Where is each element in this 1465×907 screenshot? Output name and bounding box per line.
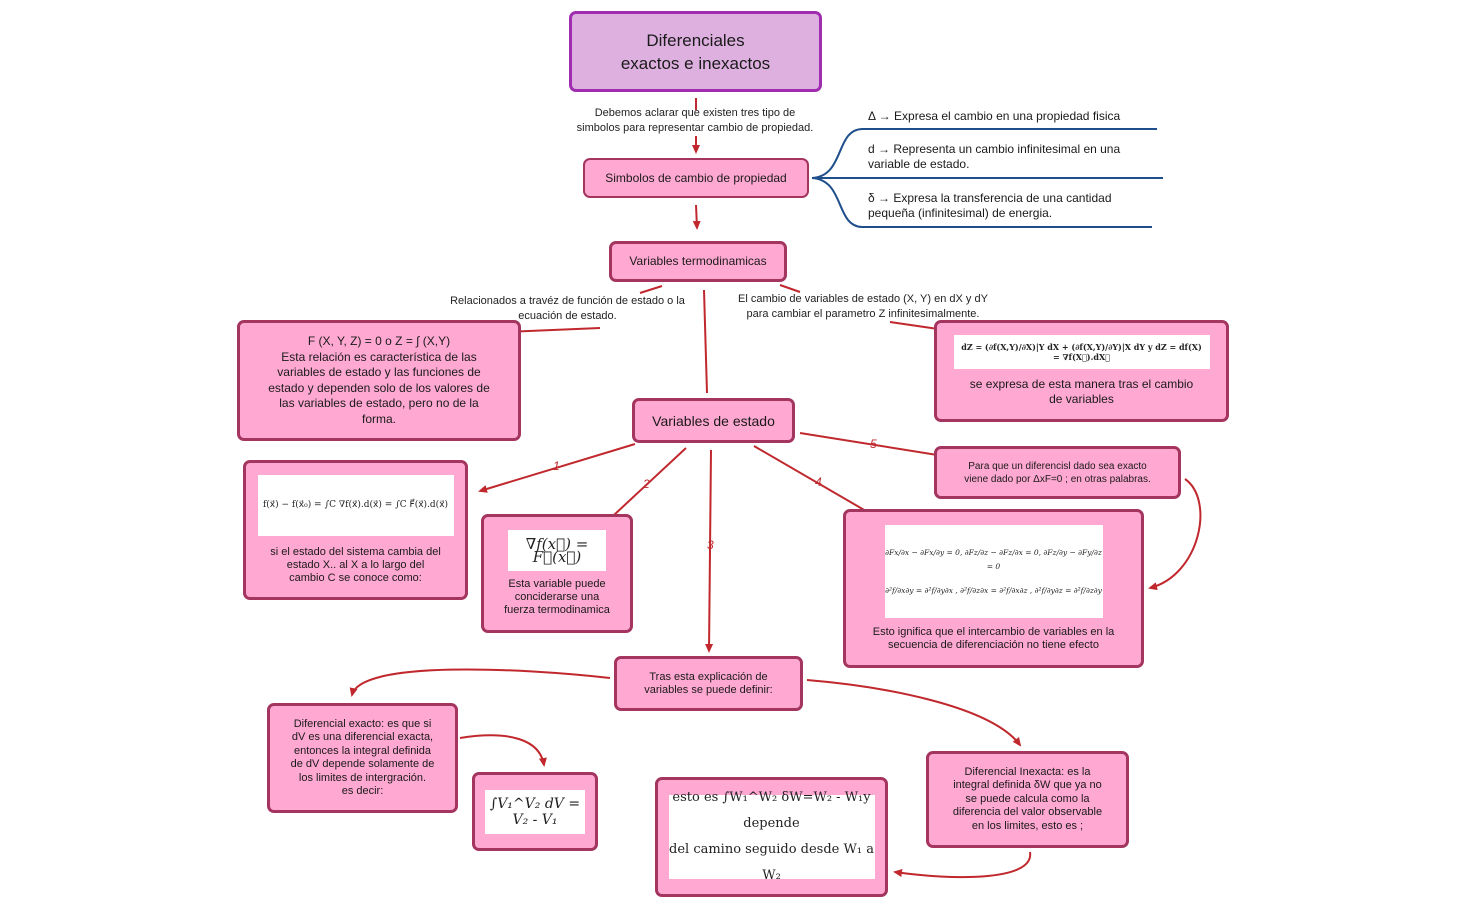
- branch2-formula: ∇f(x⃗) = F⃗(x⃗): [508, 530, 606, 571]
- branch5-box: Para que un diferencisl dado sea exacto …: [934, 446, 1181, 499]
- inexact-formula-box: esto es ∫W₁^W₂ δW=W₂ - W₁y depende del c…: [655, 777, 888, 897]
- map-title: Diferenciales exactos e inexactos: [569, 11, 822, 92]
- definition-d: d → Representa un cambio infinitesimal e…: [868, 142, 1121, 171]
- inexact-box: Diferencial Inexacta: es la integral def…: [926, 751, 1129, 848]
- branch4-box: ∂Fx/∂x − ∂Fx/∂y = 0, ∂Fz/∂z − ∂Fz/∂x = 0…: [843, 509, 1144, 668]
- branch1-caption: si el estado del sistema cambia del esta…: [270, 546, 441, 584]
- branch4-formula-row2: ∂²f/∂x∂y = ∂²f/∂y∂x , ∂²f/∂z∂x = ∂²f/∂x∂…: [885, 585, 1102, 595]
- dz-box: dZ = (∂f(X,Y)/∂X)|Y dX + (∂f(X,Y)/∂Y)|X …: [934, 320, 1229, 422]
- state-node: Variables de estado: [632, 398, 795, 443]
- dz-formula: dZ = (∂f(X,Y)/∂X)|Y dX + (∂f(X,Y)/∂Y)|X …: [953, 335, 1210, 369]
- edge-number-1: 1: [553, 459, 560, 473]
- symbols-node-label: Simbolos de cambio de propiedad: [605, 170, 787, 185]
- edge-number-3: 3: [707, 538, 714, 552]
- branch2-caption: Esta variable puede conciderarse una fue…: [504, 578, 610, 616]
- state-function-box: F (X, Y, Z) = 0 o Z = ∫ (X,Y) Esta relac…: [237, 320, 521, 441]
- branch4-formula: ∂Fx/∂x − ∂Fx/∂y = 0, ∂Fz/∂z − ∂Fz/∂x = 0…: [884, 525, 1103, 618]
- exact-box: Diferencial exacto: es que si dV es una …: [267, 703, 458, 813]
- dz-caption: se expresa de esta manera tras el cambio…: [969, 377, 1194, 406]
- exact-text: Diferencial exacto: es que si dV es una …: [290, 717, 435, 798]
- branch1-formula: f(x⃗) − f(x⃗₀) = ∫C ∇f(x⃗).d(x⃗) = ∫C F⃗…: [257, 475, 454, 536]
- branch4-formula-row1: ∂Fx/∂x − ∂Fx/∂y = 0, ∂Fz/∂z − ∂Fz/∂x = 0…: [885, 547, 1102, 571]
- right-relation-note: El cambio de variables de estado (X, Y) …: [738, 293, 988, 320]
- branch2-box: ∇f(x⃗) = F⃗(x⃗) Esta variable puede conc…: [481, 514, 633, 633]
- edge-number-5: 5: [870, 437, 877, 451]
- inexact-formula: esto es ∫W₁^W₂ δW=W₂ - W₁y depende del c…: [668, 790, 875, 883]
- exact-formula-box: ∫V₁^V₂ dV = V₂ - V₁: [472, 772, 598, 851]
- intro-note: Debemos aclarar que existen tres tipo de…: [576, 107, 814, 134]
- branch4-caption: Esto ignifica que el intercambio de vari…: [872, 626, 1115, 651]
- after-node: Tras esta explicación de variables se pu…: [614, 656, 803, 711]
- edge-number-4: 4: [815, 475, 822, 489]
- definition-small-delta: δ → Expresa la transferencia de una cant…: [868, 191, 1112, 220]
- left-relation-note: Relacionados a travéz de función de esta…: [450, 295, 685, 322]
- branch5-text: Para que un diferencisl dado sea exacto …: [964, 460, 1151, 485]
- state-node-label: Variables de estado: [652, 412, 775, 429]
- symbols-node: Simbolos de cambio de propiedad: [583, 158, 809, 198]
- thermo-node-label: Variables termodinamicas: [629, 254, 767, 268]
- exact-formula: ∫V₁^V₂ dV = V₂ - V₁: [485, 789, 585, 834]
- map-title-text: Diferenciales exactos e inexactos: [620, 30, 771, 73]
- after-node-text: Tras esta explicación de variables se pu…: [644, 670, 773, 696]
- definition-delta: Δ → Expresa el cambio en una propiedad f…: [868, 109, 1121, 123]
- state-function-text: F (X, Y, Z) = 0 o Z = ∫ (X,Y) Esta relac…: [268, 334, 490, 426]
- inexact-formula-line1: esto es ∫W₁^W₂ δW=W₂ - W₁y depende: [672, 790, 871, 831]
- inexact-text: Diferencial Inexacta: es la integral def…: [952, 765, 1103, 832]
- edge-number-2: 2: [643, 477, 650, 491]
- thermo-node: Variables termodinamicas: [609, 241, 787, 282]
- inexact-formula-line2: del camino seguido desde W₁ a W₂: [669, 842, 874, 883]
- branch1-box: f(x⃗) − f(x⃗₀) = ∫C ∇f(x⃗).d(x⃗) = ∫C F⃗…: [243, 460, 468, 600]
